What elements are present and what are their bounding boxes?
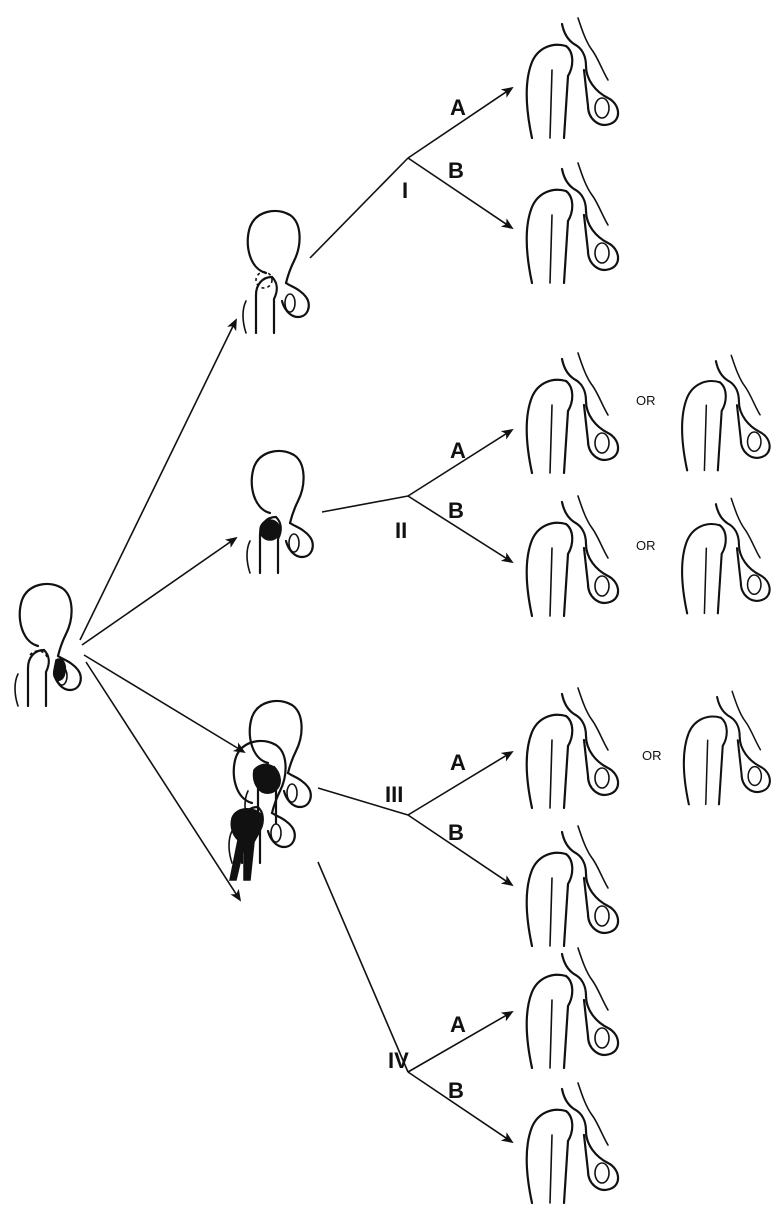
type-iii-hip xyxy=(243,699,312,825)
arrow-to-type-iii xyxy=(83,654,246,754)
outcome-iv-b xyxy=(525,1081,620,1205)
type-iii-label: III xyxy=(385,782,403,807)
arrow-to-type-ii xyxy=(81,536,238,646)
type-i-branch-stem xyxy=(309,157,409,259)
type-ii-hip xyxy=(245,449,314,575)
type-iv-label: IV xyxy=(388,1048,409,1073)
type-iv-arrow-b xyxy=(407,1071,514,1144)
outcome-ii-a-1 xyxy=(525,351,620,475)
type-iv-b-label: B xyxy=(448,1078,464,1103)
outcome-iii-a-1 xyxy=(525,686,620,810)
type-ii-b-label: B xyxy=(448,498,464,523)
type-ii-a-label: A xyxy=(450,438,466,463)
outcome-iv-a xyxy=(525,946,620,1070)
type-i-label: I xyxy=(402,178,408,203)
type-iii-arrow-b xyxy=(407,814,514,887)
outcome-iii-b xyxy=(525,824,620,948)
type-i-arrow-b xyxy=(407,157,514,230)
or-ii-b: OR xyxy=(636,538,656,553)
type-i-a-label: A xyxy=(450,95,466,120)
type-iii-arrow-a xyxy=(407,750,514,816)
type-ii-arrow-a xyxy=(407,428,514,497)
type-ii-branch-stem xyxy=(321,495,409,513)
outcome-iii-a-2 xyxy=(682,690,771,806)
type-i-arrow-a xyxy=(407,86,514,159)
type-ii-label: II xyxy=(395,518,407,543)
outcome-ii-b-2 xyxy=(681,497,771,615)
type-ii-arrow-b xyxy=(407,495,514,564)
type-iii-b-label: B xyxy=(448,820,464,845)
or-ii-a: OR xyxy=(636,393,656,408)
outcome-i-a xyxy=(525,16,620,140)
type-iv-a-label: A xyxy=(450,1012,466,1037)
type-iv-hip xyxy=(227,739,296,881)
type-iii-branch-stem xyxy=(317,787,409,816)
outcome-ii-b-1 xyxy=(525,494,620,618)
type-iv-arrow-a xyxy=(407,1011,514,1073)
origin-hip xyxy=(13,582,82,708)
arrow-to-type-iv xyxy=(85,661,242,902)
arrow-to-type-i xyxy=(79,318,237,641)
outcome-i-b xyxy=(525,161,620,285)
outcome-ii-a-2 xyxy=(681,354,771,472)
type-iv-branch-stem xyxy=(317,861,409,1073)
or-iii-a: OR xyxy=(642,748,662,763)
type-iii-a-label: A xyxy=(450,750,466,775)
type-i-b-label: B xyxy=(448,158,464,183)
type-i-hip xyxy=(241,209,310,335)
